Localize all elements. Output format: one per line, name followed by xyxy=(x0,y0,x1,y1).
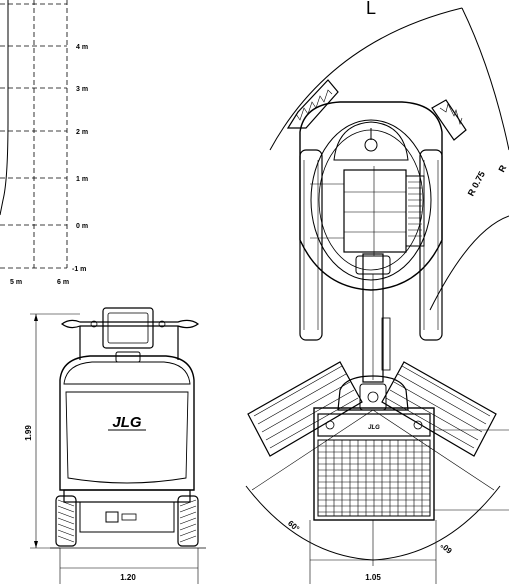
reach-x-tick: 6 m xyxy=(57,279,69,286)
control-box-panel xyxy=(107,312,149,344)
reach-y-tick: 1 m xyxy=(76,176,88,183)
base-frame xyxy=(63,489,191,503)
brand-logo-text: JLG xyxy=(112,414,142,431)
reach-y-tick: 4 m xyxy=(76,44,88,51)
zigzag-pad-right-teeth xyxy=(439,103,463,126)
outer-swing-radius-arc-right xyxy=(461,7,509,151)
height-dimension-label: 1.99 xyxy=(24,425,33,441)
counterweight-cap xyxy=(333,121,409,161)
jlg-logo: JLG xyxy=(108,414,146,431)
top-width-dimension-label: 1.05 xyxy=(365,573,381,582)
boom-joint xyxy=(355,255,391,275)
platform-mesh-pattern xyxy=(318,440,430,516)
pivot-knob xyxy=(364,138,378,152)
inner-swing-radius-arc xyxy=(429,215,509,311)
reach-envelope-curve xyxy=(0,0,9,216)
width-dimension-label: 1.20 xyxy=(120,573,136,582)
reach-y-tick: 3 m xyxy=(76,86,88,93)
power-unit-block xyxy=(343,169,407,253)
platform-brand-logo: JLG xyxy=(368,425,380,431)
outer-swing-radius-arc xyxy=(269,7,463,151)
corner-letter: L xyxy=(366,0,376,18)
base-slot xyxy=(121,513,137,521)
top-left-track xyxy=(299,149,323,341)
mast-head xyxy=(115,351,141,363)
height-arrow-bottom xyxy=(34,541,38,548)
top-right-track xyxy=(419,149,443,341)
chassis-body xyxy=(59,355,195,491)
angle-ray-left xyxy=(251,409,374,491)
reach-y-tick: 2 m xyxy=(76,129,88,136)
chassis-upper-panel xyxy=(63,361,191,385)
side-hatched-panel xyxy=(405,175,425,247)
base-display xyxy=(105,511,119,523)
left-track xyxy=(55,495,77,547)
reach-x-tick: 5 m xyxy=(10,279,22,286)
zigzag-pad-left-teeth xyxy=(295,89,333,121)
reach-y-tick: 0 m xyxy=(76,223,88,230)
reach-chart: 4 m 3 m 2 m 1 m 0 m -1 m 5 m 6 m xyxy=(0,0,88,286)
basket-wing-right xyxy=(381,361,497,457)
right-track xyxy=(177,495,199,547)
left-angle-label: 60° xyxy=(286,519,301,534)
platform-control xyxy=(359,383,387,411)
top-view: L R 0.75 R xyxy=(245,0,509,584)
platform-rail-bolt xyxy=(413,420,423,430)
reach-y-tick: -1 m xyxy=(72,266,86,273)
turntable-body xyxy=(299,101,443,291)
platform-basket xyxy=(313,407,435,521)
platform-top-rail xyxy=(317,413,431,437)
control-box xyxy=(102,307,154,349)
turntable-ring xyxy=(310,119,432,281)
right-angle-label: 60° xyxy=(439,541,454,556)
side-hatched-panel-lines xyxy=(408,181,422,237)
chassis-front-panel xyxy=(65,391,189,484)
inner-radius-label: R 0.75 xyxy=(466,170,487,198)
boom-cylinder xyxy=(381,317,391,371)
outer-radius-label: R xyxy=(496,163,508,174)
rail-bolt xyxy=(90,320,98,328)
zigzag-pad-right xyxy=(431,99,467,141)
platform-control-knob xyxy=(367,391,379,403)
platform-head xyxy=(337,375,409,411)
basket-wing-left xyxy=(247,361,363,457)
platform-rail-bolt xyxy=(325,420,335,430)
height-arrow-top xyxy=(34,314,38,321)
rail-bolt xyxy=(158,320,166,328)
base-plate xyxy=(79,501,175,533)
guardrail-top xyxy=(60,319,200,329)
front-view: 1.99 JLG xyxy=(24,307,206,584)
